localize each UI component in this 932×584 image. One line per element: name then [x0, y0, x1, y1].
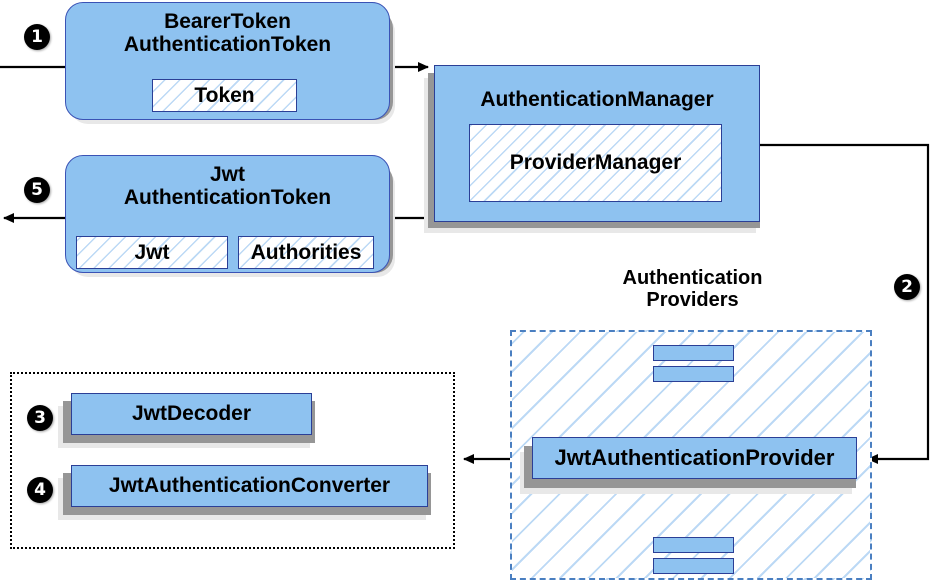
authorities-slot[interactable]: Authorities	[238, 236, 374, 269]
provider-stack-bar-bottom-2	[653, 558, 734, 574]
token-slot-label: Token	[194, 83, 255, 107]
providers-title-line-2: Providers	[646, 289, 739, 311]
provider-stack-bar-top-2	[653, 366, 734, 382]
token-slot[interactable]: Token	[152, 79, 297, 112]
jwt-authentication-converter-label: JwtAuthenticationConverter	[108, 474, 391, 497]
jwt-slot[interactable]: Jwt	[76, 236, 228, 269]
jwt-authentication-provider-box[interactable]: JwtAuthenticationProvider	[532, 437, 857, 479]
step-badge-3: 3	[27, 405, 53, 431]
authorities-slot-label: Authorities	[250, 240, 362, 264]
jwt-decoder-label: JwtDecoder	[131, 402, 252, 425]
provider-stack-bar-bottom-1	[653, 537, 734, 553]
jwt-token-label-line-1: Jwt	[209, 163, 245, 186]
step-badge-4: 4	[27, 477, 53, 503]
step-badge-4-number: 4	[34, 479, 46, 500]
authentication-providers-title: Authentication Providers	[575, 267, 810, 311]
step-badge-1-number: 1	[31, 26, 43, 47]
jwt-authentication-provider-label: JwtAuthenticationProvider	[554, 445, 835, 470]
providers-title-line-1: Authentication	[622, 267, 763, 289]
jwt-authentication-converter-box[interactable]: JwtAuthenticationConverter	[71, 465, 428, 507]
jwt-token-label-line-2: AuthenticationToken	[123, 186, 332, 210]
provider-stack-bar-top-1	[653, 345, 734, 361]
step-badge-2-number: 2	[901, 276, 913, 297]
provider-manager-label: ProviderManager	[509, 151, 682, 174]
bearer-token-label-line-1: BearerToken	[164, 10, 291, 33]
bearer-token-label-line-2: AuthenticationToken	[123, 33, 332, 57]
jwt-slot-label: Jwt	[134, 240, 170, 264]
provider-manager-slot[interactable]: ProviderManager	[469, 124, 722, 202]
step-badge-3-number: 3	[34, 407, 46, 428]
jwt-decoder-box[interactable]: JwtDecoder	[71, 393, 312, 435]
authentication-manager-label: AuthenticationManager	[480, 88, 714, 111]
step-badge-2: 2	[894, 274, 920, 300]
step-badge-5: 5	[24, 177, 50, 203]
jwt-helpers-group	[10, 372, 455, 549]
step-badge-5-number: 5	[31, 179, 43, 200]
step-badge-1: 1	[24, 24, 50, 50]
